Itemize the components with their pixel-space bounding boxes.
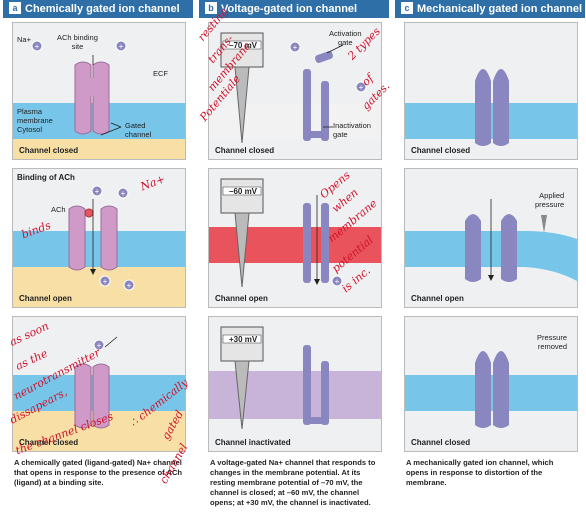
- status-label: Channel open: [19, 294, 72, 303]
- voltage-inactivated-drawing: [209, 326, 381, 430]
- chemical-closed-drawing: + +: [13, 40, 185, 159]
- status-label: Channel open: [215, 294, 268, 303]
- inactivation-label: Inactivation gate: [333, 121, 371, 139]
- voltage-closed-drawing: + +: [209, 32, 381, 144]
- mechanical-closed-drawing: [405, 69, 577, 146]
- cytosol-label: Cytosol: [17, 125, 43, 134]
- gated-label: Gated channel: [125, 121, 152, 139]
- binding-title: Binding of ACh: [17, 173, 75, 182]
- panel-chemical-closed-again: + Channel closed: [12, 316, 186, 452]
- badge-c: c: [401, 2, 413, 14]
- ach-label: ACh: [51, 205, 66, 214]
- status-label: Channel closed: [411, 438, 471, 447]
- caption-voltage: A voltage-gated Na+ channel that respond…: [210, 458, 376, 507]
- header-mechanical: c Mechanically gated ion channel: [395, 0, 585, 18]
- status-label: Channel closed: [215, 146, 275, 155]
- header-title: Voltage-gated ion channel: [221, 3, 358, 15]
- mechanical-open-drawing: [405, 199, 577, 282]
- caption-chemical: A chemically gated (ligand-gated) Na+ ch…: [14, 458, 183, 487]
- header-title: Chemically gated ion channel: [25, 3, 180, 15]
- badge-a: a: [9, 2, 21, 14]
- header-voltage: b Voltage-gated ion channel: [199, 0, 389, 18]
- ecf-label: ECF: [153, 69, 168, 78]
- panel-mechanical-closed-again: Pressure removed Channel closed: [404, 316, 578, 452]
- na-label: Na+: [17, 35, 31, 44]
- svg-text:+: +: [121, 189, 126, 198]
- svg-text:+: +: [359, 83, 364, 92]
- mechanical-closed-again-drawing: [405, 351, 577, 428]
- panel-voltage-inactivated: +30 mV Channel inactivated: [208, 316, 382, 452]
- svg-text:+: +: [293, 43, 298, 52]
- status-label: Channel inactivated: [215, 438, 291, 447]
- panel-voltage-open: + –60 mV Channel open: [208, 168, 382, 308]
- chemical-open-drawing: + + + +: [13, 185, 185, 307]
- svg-text:+: +: [97, 341, 102, 350]
- panel-chemical-closed: + + Na+ ACh binding site ECF Plasma memb…: [12, 22, 186, 160]
- status-label: Channel open: [411, 294, 464, 303]
- status-label: Channel closed: [411, 146, 471, 155]
- chemical-closed-again-drawing: +: [13, 336, 185, 451]
- panel-chemical-open: + + + + Binding of ACh ACh Channel open: [12, 168, 186, 308]
- badge-b: b: [205, 2, 217, 14]
- svg-text:+: +: [35, 42, 40, 51]
- status-label: Channel closed: [19, 438, 79, 447]
- svg-text:+: +: [335, 277, 340, 286]
- svg-text:+: +: [127, 281, 132, 290]
- pressure-removed-label: Pressure removed: [537, 333, 568, 351]
- plasma-label: Plasma membrane: [17, 107, 53, 125]
- header-title: Mechanically gated ion channel: [417, 3, 583, 15]
- panel-mechanical-closed: Channel closed: [404, 22, 578, 160]
- panel-voltage-closed: + + –70 mV Activation gate Inactivation …: [208, 22, 382, 160]
- meter-readout: +30 mV: [229, 335, 258, 344]
- activation-label: Activation gate: [329, 29, 362, 47]
- status-label: Channel closed: [19, 146, 79, 155]
- svg-text:+: +: [103, 277, 108, 286]
- meter-readout: –60 mV: [229, 187, 258, 196]
- meter-readout: –70 mV: [229, 41, 258, 50]
- svg-text:+: +: [95, 187, 100, 196]
- header-chemical: a Chemically gated ion channel: [3, 0, 193, 18]
- applied-pressure-label: Applied pressure: [535, 191, 565, 209]
- svg-text:+: +: [119, 42, 124, 51]
- voltage-open-drawing: +: [209, 178, 381, 288]
- panel-mechanical-open: Applied pressure Channel open: [404, 168, 578, 308]
- caption-mechanical: A mechanically gated ion channel, which …: [406, 458, 554, 487]
- ach-site-label: ACh binding site: [57, 33, 98, 51]
